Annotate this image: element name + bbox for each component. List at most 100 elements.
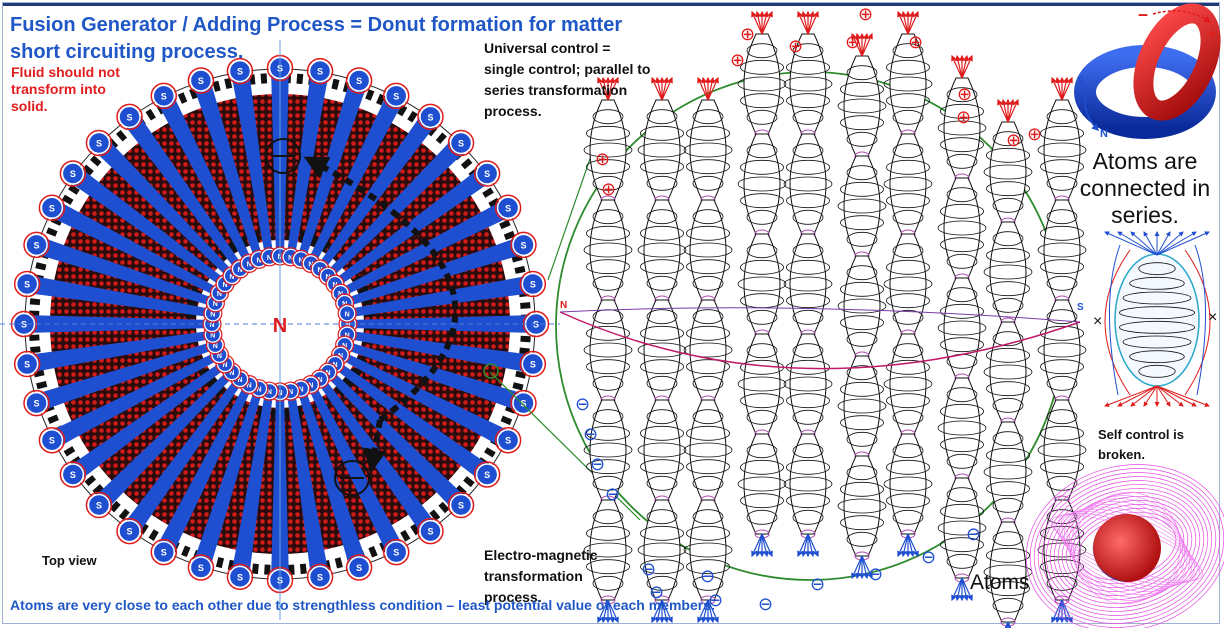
rod-north-label: N — [247, 383, 252, 390]
atom-ring — [940, 503, 984, 519]
rod-south-label: S — [393, 91, 399, 101]
atom-bead — [989, 521, 1027, 623]
atom-ring — [883, 76, 933, 92]
atom-ring — [983, 364, 1033, 380]
rod-south-label: S — [317, 67, 323, 77]
atom-ring — [892, 43, 924, 59]
rod-south-ring — [473, 461, 501, 488]
atom-top-field-arrow — [1156, 231, 1197, 256]
rod-south-ring — [226, 57, 254, 85]
atom-ring — [646, 209, 678, 225]
atom-bead — [743, 333, 781, 435]
negative-flow-arrow — [797, 533, 809, 558]
atom-ring — [946, 553, 978, 569]
atom-ring — [792, 309, 824, 325]
rod-south-ring — [38, 194, 66, 222]
atom-ring — [986, 447, 1030, 463]
rod-south-ring — [187, 554, 215, 581]
atom-ring — [840, 381, 884, 397]
atom-ring — [946, 153, 978, 169]
rod-north-label: N — [209, 322, 214, 329]
atom-ring — [986, 347, 1030, 363]
rod-north-label: N — [210, 311, 215, 318]
rod-south-ring — [23, 389, 50, 417]
atom-bead — [689, 399, 727, 501]
atom-inner-ring — [1129, 350, 1185, 364]
positive-flow-arrow — [801, 10, 809, 35]
rod-south-ring — [345, 554, 373, 581]
field-loop-right-blue — [1194, 244, 1207, 396]
rod-south-cap — [496, 196, 520, 220]
plus-symbol: ⊕ — [845, 32, 860, 53]
positive-flow-arrow — [861, 32, 869, 57]
rod-south-ring — [345, 67, 373, 94]
atom-ring — [840, 515, 884, 531]
rod-south-label: S — [505, 203, 511, 213]
rod-south-label: S — [356, 76, 362, 86]
atom-ring — [1046, 109, 1078, 125]
atom-ring — [886, 293, 930, 309]
atom-ring — [886, 259, 930, 275]
negative-flow-arrow — [707, 599, 719, 624]
atom-bead — [843, 55, 881, 157]
rod-north-label: N — [237, 267, 242, 274]
rod-south-cap — [15, 352, 39, 376]
negative-flow-arrow — [901, 533, 909, 558]
atom-ring — [683, 142, 733, 158]
atom-bead — [643, 199, 681, 301]
atom-ring — [786, 59, 830, 75]
rod-south-ring — [447, 491, 475, 519]
atom-ring — [783, 476, 833, 492]
atom-bead — [943, 177, 981, 279]
negative-flow-arrow — [1007, 621, 1010, 628]
rod-south-ring — [226, 563, 254, 591]
positive-flow-arrow — [607, 76, 619, 101]
rod-north-label: N — [237, 377, 242, 384]
rod-south-cap — [308, 59, 332, 83]
atom-ring — [640, 225, 684, 241]
rod-south-label: S — [427, 112, 433, 122]
minus-symbol: ⊖ — [758, 594, 773, 615]
atom-ring — [886, 193, 930, 209]
negative-flow-arrow — [1007, 621, 1012, 628]
atom-ring — [940, 203, 984, 219]
atom-ring — [586, 225, 630, 241]
rod-south-label: S — [520, 240, 526, 250]
atom-ring — [586, 159, 630, 175]
atom-ring — [837, 98, 887, 114]
rod-north-label: N — [267, 389, 272, 396]
rod-south-ring — [59, 461, 87, 488]
rod-south-label: S — [237, 572, 243, 582]
atom-ring — [883, 376, 933, 392]
rod-south-cap — [118, 105, 141, 129]
atom-ring — [640, 325, 684, 341]
positive-flow-arrow — [701, 76, 709, 101]
rod-south-label: S — [49, 436, 55, 446]
atom-bead — [843, 355, 881, 457]
magnet-rod — [33, 236, 217, 307]
atom-ring — [846, 531, 878, 547]
atom-ring — [792, 243, 824, 259]
atom-ring — [1040, 459, 1084, 475]
atom-bottom-field-arrow — [1143, 385, 1158, 407]
atom-top-field-arrow — [1117, 231, 1158, 256]
rod-south-label: S — [96, 501, 102, 511]
positive-flow-arrow — [607, 76, 615, 101]
negative-flow-arrow — [597, 599, 609, 624]
atom-ring — [1046, 309, 1078, 325]
atom-top-field-arrow — [1156, 231, 1184, 256]
rod-south-cap — [512, 233, 535, 257]
negative-charge-marker-bottom — [334, 460, 370, 496]
atom-ring — [740, 59, 784, 75]
atom-bead — [789, 433, 827, 535]
magnet-rod — [346, 275, 535, 318]
donut-generator: SNSNSNSNSNSNSNSNSNSNSNSNSNSNSNSNSNSNSNSN… — [0, 40, 560, 620]
magnet-rod — [297, 387, 368, 571]
rod-south-cap — [61, 463, 85, 486]
positive-flow-arrow — [1051, 76, 1063, 101]
magnet-rod — [343, 236, 527, 307]
atom-ring — [683, 542, 733, 558]
atom-ring — [892, 209, 924, 225]
rod-south-cap — [347, 556, 371, 579]
positive-flow-arrow — [807, 10, 815, 35]
